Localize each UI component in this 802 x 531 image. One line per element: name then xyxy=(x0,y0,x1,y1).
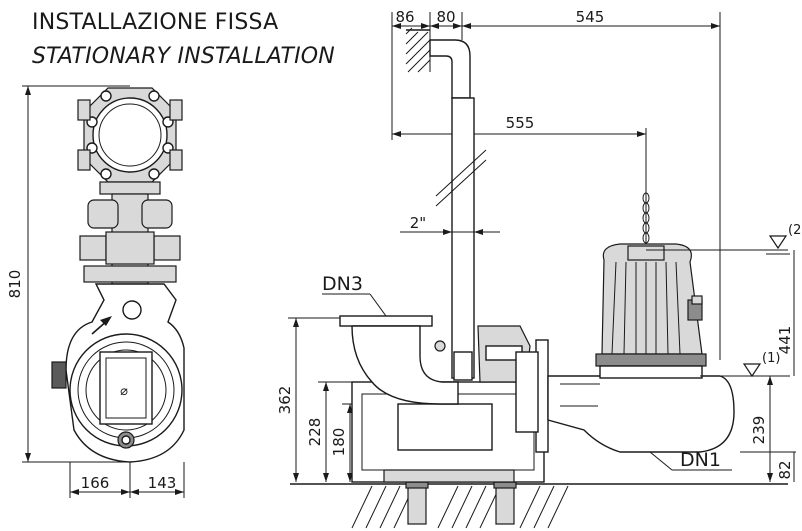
label-dn1: DN1 xyxy=(680,449,721,471)
dim-545: 545 xyxy=(576,8,605,26)
dim-86: 86 xyxy=(395,8,414,26)
motor-mark: ⌀ xyxy=(120,384,128,399)
dim-228: 228 xyxy=(306,418,324,447)
dim-810: 810 xyxy=(6,270,24,299)
dim-pipe: 2" xyxy=(410,214,426,232)
dim-166: 166 xyxy=(81,474,110,492)
dim-80: 80 xyxy=(436,8,455,26)
side-view: 86 80 545 555 2" DN3 xyxy=(276,8,802,529)
title-english: STATIONARY INSTALLATION xyxy=(32,44,335,69)
anchor-bolts xyxy=(405,477,517,525)
dim-441: 441 xyxy=(776,326,794,355)
title-italian: INSTALLAZIONE FISSA xyxy=(32,10,279,35)
dim-362: 362 xyxy=(276,386,294,415)
dim-82: 82 xyxy=(776,460,794,479)
label-dn3: DN3 xyxy=(322,273,363,295)
dim-239: 239 xyxy=(750,416,768,445)
dim-555: 555 xyxy=(506,114,535,132)
dim-143: 143 xyxy=(148,474,177,492)
lifting-chain xyxy=(642,192,650,244)
front-view: 810 xyxy=(6,85,185,498)
level-2-label: (2) xyxy=(788,223,802,238)
level-1-label: (1) xyxy=(762,351,780,366)
floor-hatch xyxy=(351,485,569,529)
dim-180: 180 xyxy=(330,428,348,457)
